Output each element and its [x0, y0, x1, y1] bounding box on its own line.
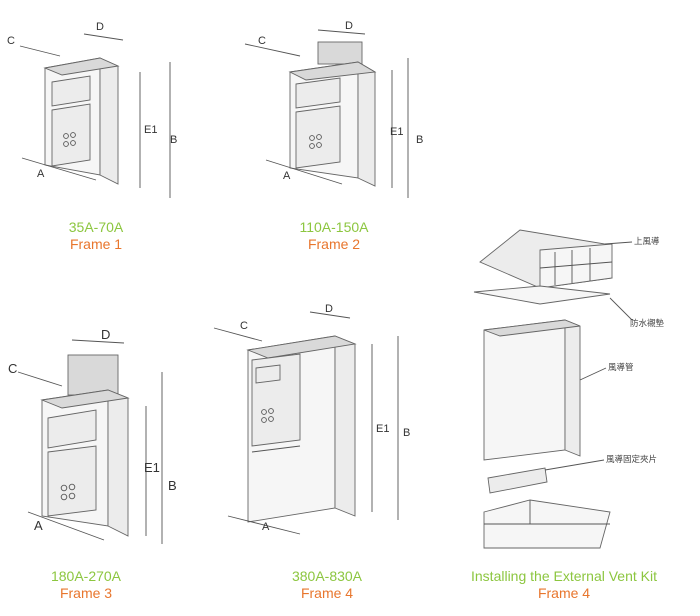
frame1-dim-e1: E1 — [144, 124, 157, 136]
frame3-range: 180A-270A — [50, 568, 122, 584]
frame4-label: Frame 4 — [300, 585, 354, 601]
frame1-label: Frame 1 — [69, 236, 123, 252]
frame4-drawing — [213, 311, 399, 535]
frame2-dim-c: C — [258, 35, 266, 47]
vent-kit-caption: Installing the External Vent Kit Frame 4 — [444, 568, 684, 602]
frame4-dim-a: A — [262, 521, 270, 533]
frame1-drawing — [19, 33, 171, 198]
frame2-dim-d: D — [345, 20, 353, 32]
frame3-dim-d: D — [101, 327, 110, 342]
frame4-dim-c: C — [240, 320, 248, 332]
frame3-label: Frame 3 — [59, 585, 113, 601]
frame3-drawing — [17, 339, 163, 544]
vent-label-gasket: 防水襯墊 — [630, 318, 665, 329]
frame4-dim-d: D — [325, 303, 333, 315]
frame1-dim-a: A — [37, 168, 45, 180]
frame2-label: Frame 2 — [307, 236, 361, 252]
frame3-caption: 180A-270A Frame 3 — [30, 568, 142, 602]
vent-label-duct: 風導管 — [608, 362, 634, 373]
frame1-caption: 35A-70A Frame 1 — [40, 219, 152, 253]
vent-kit-title: Installing the External Vent Kit — [471, 568, 657, 584]
frame2-dim-b: B — [416, 134, 423, 146]
vent-label-clip: 風導固定夾片 — [606, 454, 657, 465]
frame4-range: 380A-830A — [291, 568, 363, 584]
frame1-dim-c: C — [7, 35, 15, 47]
frame2-caption: 110A-150A Frame 2 — [278, 219, 390, 253]
frame2-dim-e1: E1 — [390, 126, 403, 138]
frame3-dim-e1: E1 — [144, 460, 160, 475]
frame3-dim-a: A — [34, 518, 43, 533]
frame1-range: 35A-70A — [68, 219, 124, 235]
frame1-dim-d: D — [96, 21, 104, 33]
frame2-drawing — [244, 29, 409, 198]
frame4-caption: 380A-830A Frame 4 — [271, 568, 383, 602]
vent-kit-drawing — [473, 229, 633, 549]
vent-label-top-hood: 上風導 — [634, 236, 660, 247]
frame2-dim-a: A — [283, 170, 291, 182]
frame4-dim-b: B — [403, 427, 410, 439]
frame1-dim-b: B — [170, 134, 177, 146]
frame3-dim-b: B — [168, 478, 177, 493]
frame2-range: 110A-150A — [299, 219, 369, 235]
frame3-dim-c: C — [8, 361, 17, 376]
frame4-dim-e1: E1 — [376, 423, 389, 435]
vent-kit-frame: Frame 4 — [537, 585, 591, 601]
